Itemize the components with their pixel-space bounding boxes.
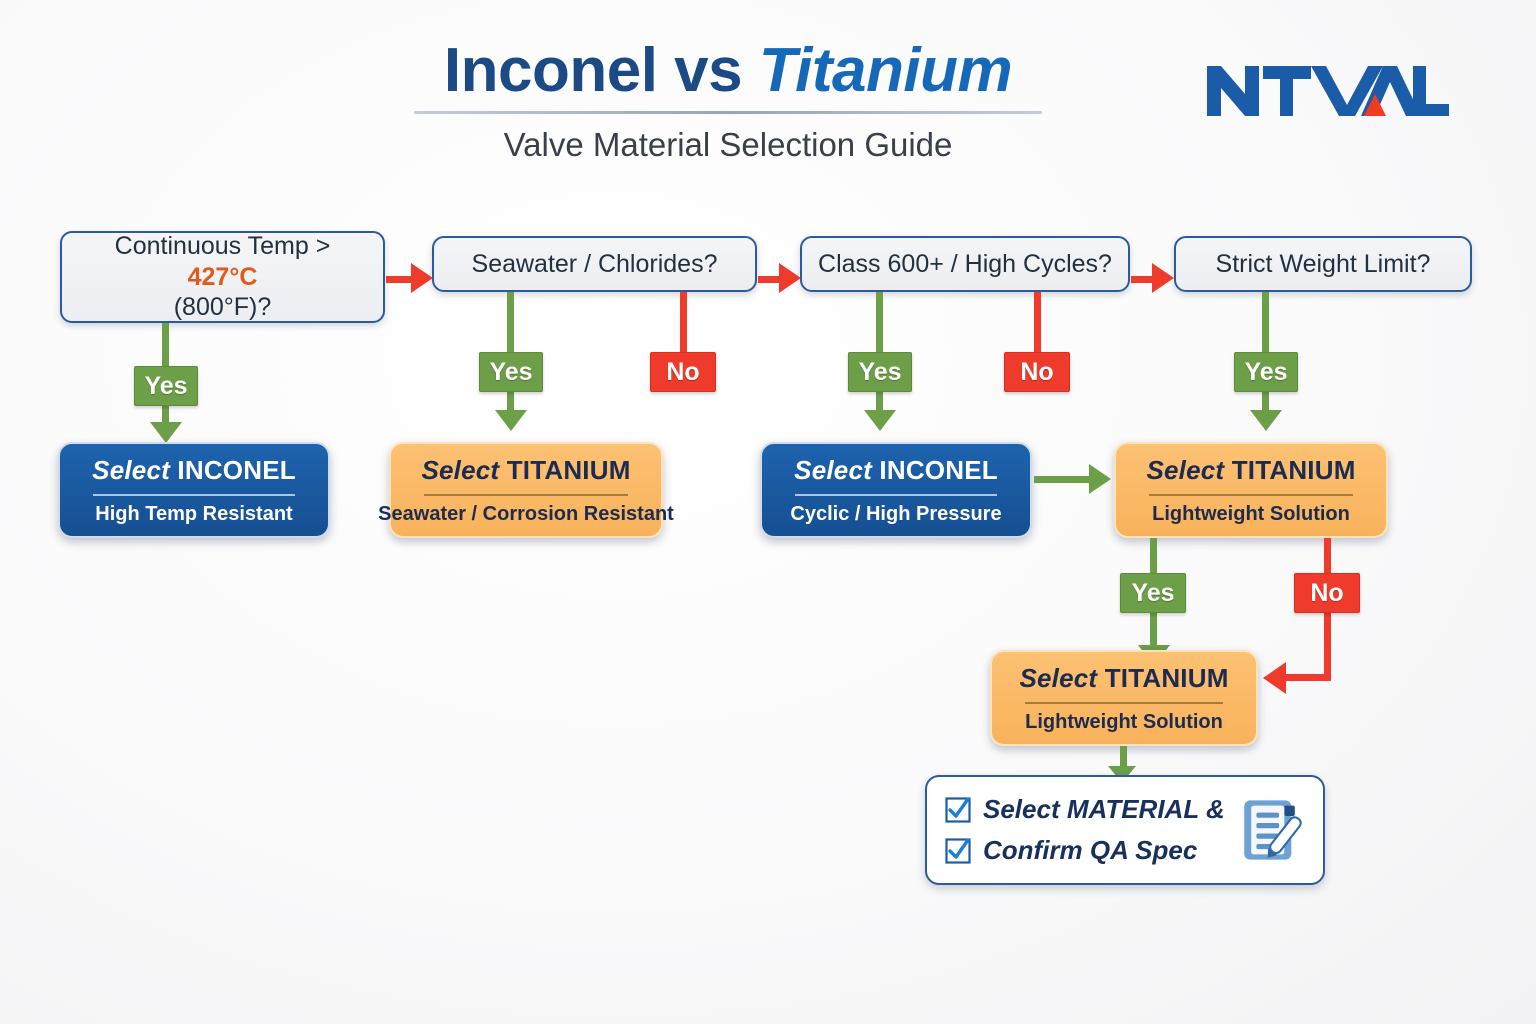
title-divider [414, 111, 1042, 115]
result-titanium-seawater-header: Select TITANIUM [421, 454, 631, 485]
edge-lightweight-no-horizontal [1286, 674, 1331, 681]
decision-temp-line1: Continuous Temp > 427°C [114, 232, 331, 291]
arrowhead-seawater-to-class [779, 263, 801, 293]
decision-class[interactable]: Class 600+ / High Cycles? [800, 236, 1130, 292]
result-inconel-cyclic-header: Select INCONEL [794, 454, 998, 485]
decision-class-label: Class 600+ / High Cycles? [818, 249, 1112, 278]
edge-class-to-weight [1131, 276, 1155, 283]
tag-no-lightweight: No [1294, 573, 1360, 613]
clipboard-pencil-icon [1243, 800, 1302, 860]
logo-accent-triangle [1364, 94, 1386, 116]
title-part-2: Titanium [758, 36, 1013, 105]
final-qa-line-2: Confirm QA Spec [983, 835, 1198, 865]
tag-no-seawater: No [650, 352, 716, 392]
tag-yes-weight: Yes [1234, 352, 1298, 392]
arrowhead-inconel-to-titanium [1089, 464, 1111, 494]
result-divider [93, 493, 295, 496]
final-qa-line-1: Select MATERIAL & [983, 794, 1225, 824]
arrowhead-weight-yes [1250, 410, 1282, 431]
result-titanium-lightweight-sub: Lightweight Solution [1152, 502, 1350, 525]
tag-yes-temp: Yes [134, 366, 198, 406]
result-titanium-seawater-sub: Seawater / Corrosion Resistant [378, 502, 674, 525]
arrowhead-temp-yes [150, 422, 182, 443]
decision-seawater[interactable]: Seawater / Chlorides? [432, 236, 757, 292]
edge-seawater-no [680, 292, 687, 354]
checkbox-checked-icon[interactable] [945, 796, 971, 823]
header: Inconel vs Titanium Valve Material Selec… [408, 38, 1048, 164]
logo-mark [1207, 66, 1449, 116]
result-divider [795, 493, 997, 496]
tag-yes-class: Yes [848, 352, 912, 392]
decision-temp-line2: (800°F)? [173, 293, 272, 322]
decision-temp-threshold: 427°C [187, 262, 258, 291]
result-titanium-lightweight[interactable]: Select TITANIUM Lightweight Solution [1114, 442, 1388, 538]
result-titanium-final[interactable]: Select TITANIUM Lightweight Solution [990, 650, 1258, 746]
result-inconel-cyclic-sub: Cyclic / High Pressure [790, 502, 1002, 525]
final-qa-lines: Select MATERIAL & Confirm QA Spec [945, 794, 1225, 866]
tag-no-class: No [1004, 352, 1070, 392]
checkbox-checked-icon[interactable] [945, 837, 971, 864]
tag-yes-lightweight: Yes [1120, 573, 1186, 613]
decision-weight[interactable]: Strict Weight Limit? [1174, 236, 1472, 292]
page-subtitle: Valve Material Selection Guide [503, 126, 953, 164]
title-vs: vs [674, 36, 743, 105]
arrowhead-lightweight-no [1263, 662, 1286, 694]
result-divider [1024, 701, 1224, 704]
edge-seawater-to-class [758, 276, 782, 283]
result-inconel-temp-header: Select INCONEL [92, 454, 296, 485]
page-title: Inconel vs Titanium [408, 38, 1048, 103]
result-titanium-final-sub: Lightweight Solution [1025, 710, 1223, 733]
result-titanium-seawater[interactable]: Select TITANIUM Seawater / Corrosion Res… [378, 442, 674, 538]
result-inconel-temp[interactable]: Select INCONEL High Temp Resistant [58, 442, 330, 538]
final-qa-row-1: Select MATERIAL & [945, 794, 1225, 825]
edge-inconel-to-titanium [1034, 476, 1092, 483]
final-qa-box[interactable]: Select MATERIAL & Confirm QA Spec [925, 775, 1325, 885]
decision-seawater-label: Seawater / Chlorides? [471, 249, 718, 278]
decision-weight-label: Strict Weight Limit? [1215, 249, 1431, 278]
arrowhead-class-to-weight [1152, 263, 1174, 293]
ntval-logo [1205, 58, 1450, 124]
result-divider [424, 493, 628, 496]
edge-titanium-final-to-qa [1120, 746, 1127, 770]
result-divider [1149, 493, 1353, 496]
title-part-1: Inconel [443, 36, 658, 105]
edge-class-no [1034, 292, 1041, 354]
arrowhead-class-yes [864, 410, 896, 431]
result-titanium-lightweight-header: Select TITANIUM [1146, 454, 1356, 485]
tag-yes-seawater: Yes [479, 352, 543, 392]
arrowhead-temp-to-seawater [411, 263, 433, 293]
result-inconel-temp-sub: High Temp Resistant [95, 502, 293, 525]
final-qa-row-2: Confirm QA Spec [945, 835, 1225, 866]
arrowhead-seawater-yes [495, 410, 527, 431]
decision-temp[interactable]: Continuous Temp > 427°C (800°F)? [60, 231, 385, 323]
result-titanium-final-header: Select TITANIUM [1019, 662, 1229, 693]
result-inconel-cyclic[interactable]: Select INCONEL Cyclic / High Pressure [760, 442, 1032, 538]
edge-temp-to-seawater [386, 276, 414, 283]
